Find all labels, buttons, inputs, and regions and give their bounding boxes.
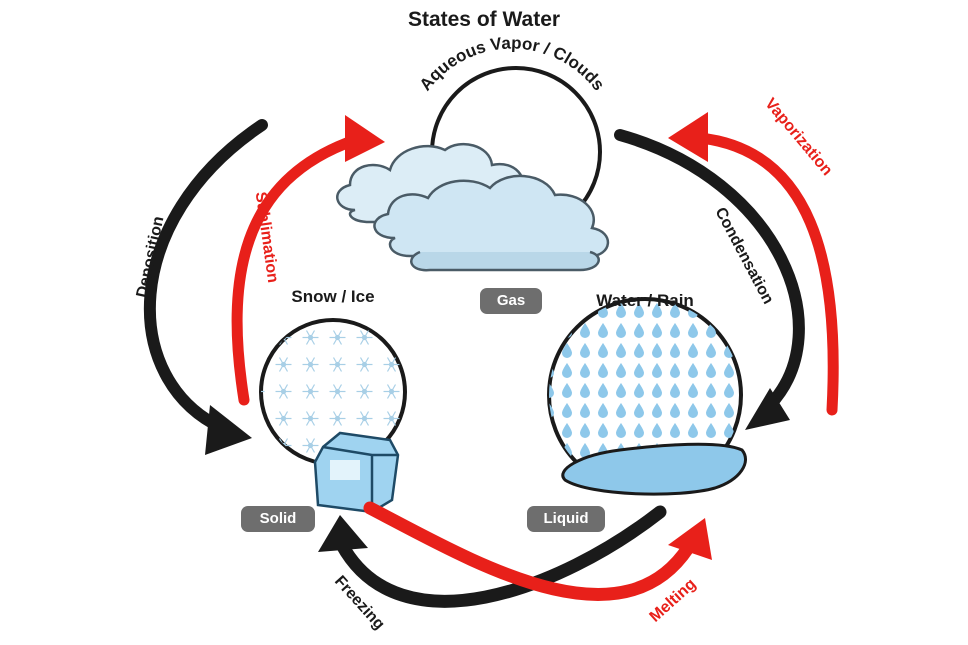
condensation-arrowhead (745, 388, 790, 430)
freezing-arrow (335, 505, 667, 608)
solid-label: Snow / Ice (291, 287, 374, 306)
melting-arrowhead (668, 518, 712, 560)
condensation-arrow (614, 129, 805, 411)
vaporization-arrow (694, 132, 839, 416)
sublimation-arrow (231, 134, 361, 406)
condensation-label: Condensation (711, 205, 776, 307)
water-puddle-icon (561, 442, 747, 496)
deposition-arrowhead (205, 405, 252, 455)
cloud-icon (336, 142, 610, 272)
deposition-arrow (143, 119, 268, 434)
sublimation-arrowhead (345, 115, 385, 162)
liquid-label: Water / Rain (596, 291, 694, 310)
vaporization-arrowhead (668, 112, 708, 162)
raindrop-pattern (549, 300, 741, 460)
liquid-badge: Liquid (527, 506, 605, 532)
melting-arrow (363, 501, 695, 602)
ice-cube-icon (313, 431, 400, 514)
sublimation-label: Sublimation (252, 191, 282, 284)
solid-badge: Solid (241, 506, 315, 532)
gas-badge: Gas (480, 288, 542, 314)
diagram-title: States of Water (407, 8, 561, 31)
freezing-arrowhead (318, 515, 368, 552)
